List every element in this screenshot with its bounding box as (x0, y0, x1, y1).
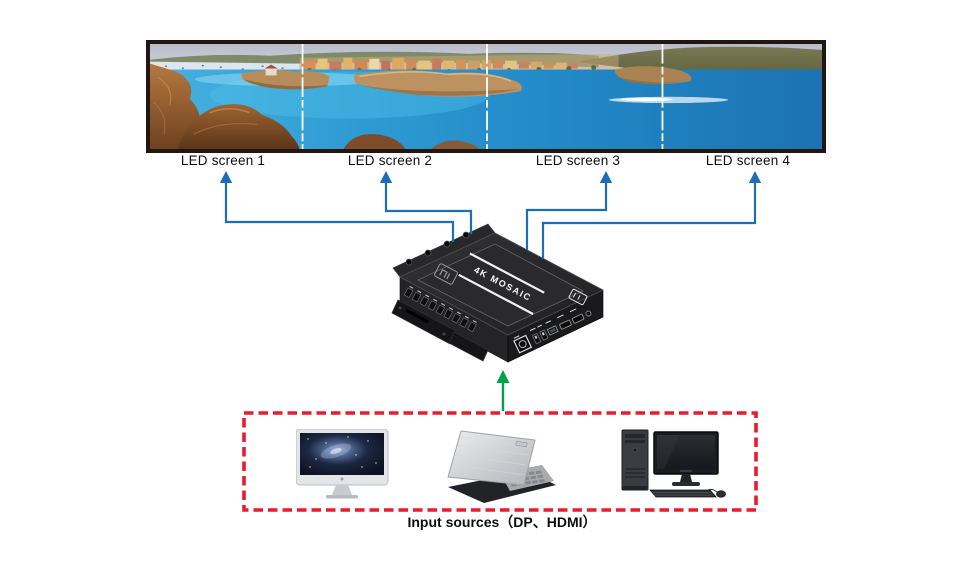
toggle-switch (531, 332, 542, 345)
headland-left (241, 64, 330, 90)
boats (164, 65, 284, 70)
headland-center (353, 70, 522, 97)
city-buildings (301, 57, 578, 71)
pc-tower (621, 429, 649, 491)
input-sources-box (242, 411, 758, 512)
pc-mouse (707, 488, 726, 498)
led-screen-2-label: LED screen 2 (347, 153, 433, 168)
top-recessed-panel (417, 243, 584, 327)
desktop-pc-source-icon (621, 429, 726, 498)
pc-keyboard (649, 489, 717, 498)
arrowhead-screen-2 (379, 171, 393, 183)
monitor-source-icon (296, 429, 389, 499)
arrowhead-screen-4 (748, 171, 762, 183)
boat-wake-core (620, 97, 673, 102)
led-screen-1-label: LED screen 1 (180, 153, 266, 168)
round-connector (585, 310, 592, 317)
hdmi-port (559, 319, 572, 330)
top-stripe (469, 252, 545, 294)
mounting-bracket (391, 299, 489, 362)
certification-logo (568, 288, 588, 306)
video-processor-device: 4K MOSAIC (391, 223, 604, 363)
screen-dividers (301, 44, 664, 149)
front-io-ports (513, 308, 592, 354)
led-screen-4-label: LED screen 4 (705, 153, 791, 168)
headland-right (614, 66, 692, 85)
left-io-ports (403, 286, 477, 333)
panorama-scene (150, 44, 822, 149)
laptop-source-icon (447, 430, 556, 503)
arrowhead-screen-1 (219, 171, 233, 183)
top-stripe (458, 273, 534, 315)
blue-arrowheads (219, 171, 762, 183)
hdmi-port (571, 313, 585, 324)
power-inlet (513, 334, 533, 354)
foreground-rocks (150, 63, 480, 149)
pc-monitor (653, 431, 719, 486)
led-wall-image (146, 40, 826, 153)
led-screen-3-label: LED screen 3 (535, 153, 621, 168)
red-dashed-border (242, 411, 758, 512)
brand-logo (434, 263, 458, 285)
input-sources-caption: Input sources（DP、HDMI） (407, 514, 597, 530)
arrowhead-screen-3 (599, 171, 613, 183)
